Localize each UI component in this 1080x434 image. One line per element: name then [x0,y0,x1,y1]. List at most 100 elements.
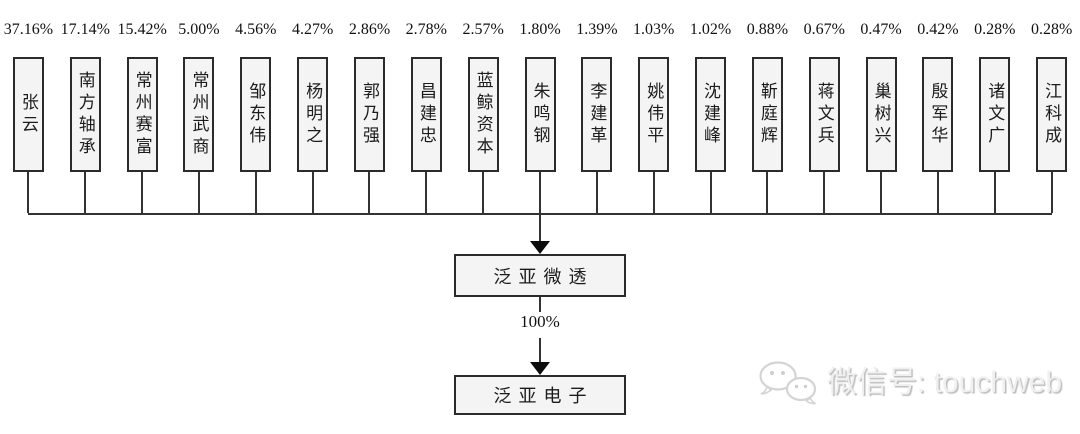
connector-stem [368,172,371,213]
shareholder-name: 杨明之 [303,81,323,148]
shareholder-name: 郭乃强 [359,81,379,148]
arrow-down-icon [530,362,550,375]
connector-line [539,338,541,363]
shareholder-box: 朱鸣钢 [524,57,556,172]
shareholder-column: 17.14% 南方轴承 [57,0,114,213]
shareholder-box: 郭乃强 [353,57,385,172]
shareholder-column: 0.47% 巢树兴 [853,0,910,213]
shareholder-name: 昌建忠 [416,81,436,148]
shareholder-box: 江科成 [1036,57,1068,172]
shareholder-box: 邹东伟 [240,57,272,172]
shareholder-box: 靳庭辉 [751,57,783,172]
shareholder-name: 常州赛富 [132,70,152,159]
ownership-percentage: 4.56% [235,21,277,38]
shareholder-name: 常州武商 [189,70,209,159]
ownership-percentage: 1.03% [633,21,675,38]
connector-stem [1050,172,1053,213]
shareholder-name: 江科成 [1042,81,1062,148]
shareholder-column: 1.03% 姚伟平 [625,0,682,213]
shareholder-name: 朱鸣钢 [530,81,550,148]
shareholders-row: 37.16% 张云 17.14% 南方轴承 15.42% 常州赛富 5.00% … [0,0,1080,213]
connector-stem [141,172,144,213]
shareholder-box: 李建革 [581,57,613,172]
wechat-icon [757,360,819,406]
shareholder-box: 殷军华 [922,57,954,172]
shareholder-box: 沈建峰 [695,57,727,172]
shareholder-name: 蒋文兵 [814,81,834,148]
shareholder-column: 0.28% 诸文广 [966,0,1023,213]
shareholder-box: 蓝鲸资本 [467,57,499,172]
connector-stem [652,172,655,213]
watermark: 微信号: touchweb [757,360,1062,406]
shareholder-column: 1.80% 朱鸣钢 [512,0,569,213]
connector-stem [595,172,598,213]
watermark-label: 微信号: touchweb [826,366,1062,399]
ownership-percentage: 2.78% [405,21,447,38]
connector-stem [254,172,257,213]
shareholder-column: 2.78% 昌建忠 [398,0,455,213]
arrow-down-icon [530,241,550,254]
connector-stem [539,172,542,213]
shareholder-box: 常州武商 [183,57,215,172]
connector-stem [823,172,826,213]
connector-stem [84,172,87,213]
shareholder-box: 诸文广 [979,57,1011,172]
shareholder-column: 0.28% 江科成 [1023,0,1080,213]
shareholder-name: 诸文广 [985,81,1005,148]
connector-stem [482,172,485,213]
shareholder-column: 2.57% 蓝鲸资本 [455,0,512,213]
connector-line [539,297,541,312]
connector-stem [27,172,30,213]
shareholder-name: 巢树兴 [871,81,891,148]
shareholder-name: 南方轴承 [75,70,95,159]
shareholder-name: 李建革 [587,81,607,148]
shareholder-name: 张云 [18,92,38,137]
shareholder-column: 2.86% 郭乃强 [341,0,398,213]
company-box-mid: 泛亚微透 [454,254,626,297]
ownership-percentage: 4.27% [291,21,334,38]
shareholder-column: 1.39% 李建革 [568,0,625,213]
shareholder-box: 张云 [12,57,44,172]
shareholder-name: 殷军华 [928,81,948,148]
shareholder-box: 常州赛富 [126,57,158,172]
connector-stem [311,172,314,213]
ownership-percentage: 17.14% [60,21,110,38]
shareholder-name: 邹东伟 [246,81,266,148]
connector-stem [936,172,939,213]
connector-line [539,213,541,243]
connector-stem [993,172,996,213]
company-box-bottom: 泛亚电子 [454,375,626,415]
shareholder-column: 0.42% 殷军华 [910,0,967,213]
ownership-percentage: 0.47% [860,21,902,38]
shareholder-column: 4.56% 邹东伟 [227,0,284,213]
shareholder-column: 5.00% 常州武商 [171,0,228,213]
connector-stem [197,172,200,213]
shareholder-box: 杨明之 [297,57,329,172]
ownership-percentage: 2.57% [462,21,504,38]
shareholder-name: 姚伟平 [644,81,664,148]
ownership-percentage: 15.42% [117,21,167,38]
shareholder-column: 0.67% 蒋文兵 [796,0,853,213]
shareholder-column: 4.27% 杨明之 [284,0,341,213]
shareholder-column: 37.16% 张云 [0,0,57,213]
connector-stem [880,172,883,213]
shareholder-name: 沈建峰 [701,81,721,148]
connector-stem [766,172,769,213]
ownership-percentage: 0.28% [1030,21,1073,38]
ownership-percentage: 37.16% [3,21,54,38]
shareholder-column: 0.88% 靳庭辉 [739,0,796,213]
ownership-percentage: 5.00% [178,21,220,38]
ownership-percentage-100: 100% [520,312,560,331]
shareholder-box: 姚伟平 [638,57,670,172]
ownership-percentage: 2.86% [348,21,391,38]
shareholder-box: 昌建忠 [410,57,442,172]
shareholder-box: 蒋文兵 [808,57,840,172]
ownership-percentage: 1.80% [519,21,561,38]
connector-stem [709,172,712,213]
connector-stem [425,172,428,213]
shareholder-box: 南方轴承 [69,57,101,172]
ownership-percentage: 0.88% [746,21,789,38]
ownership-percentage: 1.39% [576,21,618,38]
shareholder-box: 巢树兴 [865,57,897,172]
